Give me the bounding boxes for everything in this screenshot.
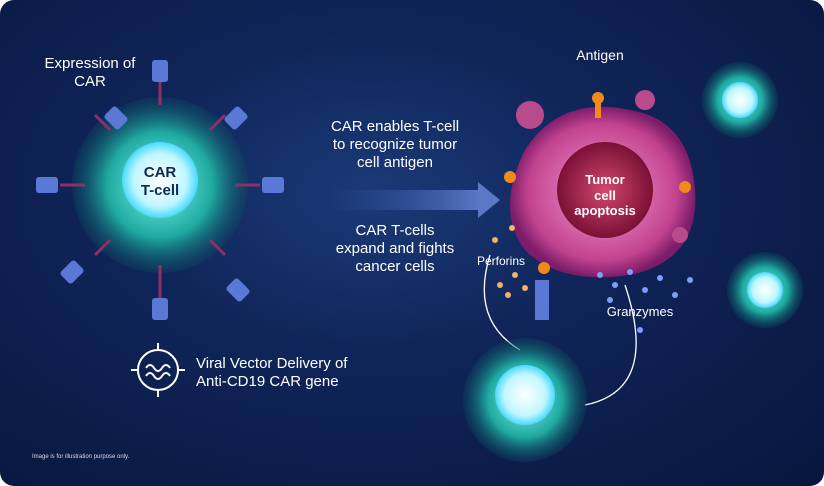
small-tcell-top — [702, 62, 778, 138]
disclaimer: Image is for illustration purpose only. — [32, 454, 130, 460]
virus-icon — [131, 343, 185, 397]
main-car-tcell — [36, 60, 284, 320]
granzymes-label: Granzymes — [606, 304, 674, 319]
perforin-dots — [492, 225, 528, 298]
arrow-head — [478, 182, 500, 218]
perforins-label: Perforins — [476, 254, 526, 268]
antigen-label: Antigen — [576, 47, 624, 63]
arrow-body — [330, 190, 480, 210]
small-tcell-right — [727, 252, 803, 328]
attacking-tcell — [463, 280, 587, 462]
tumor-cell — [504, 90, 696, 278]
granzyme-dots — [597, 269, 693, 333]
